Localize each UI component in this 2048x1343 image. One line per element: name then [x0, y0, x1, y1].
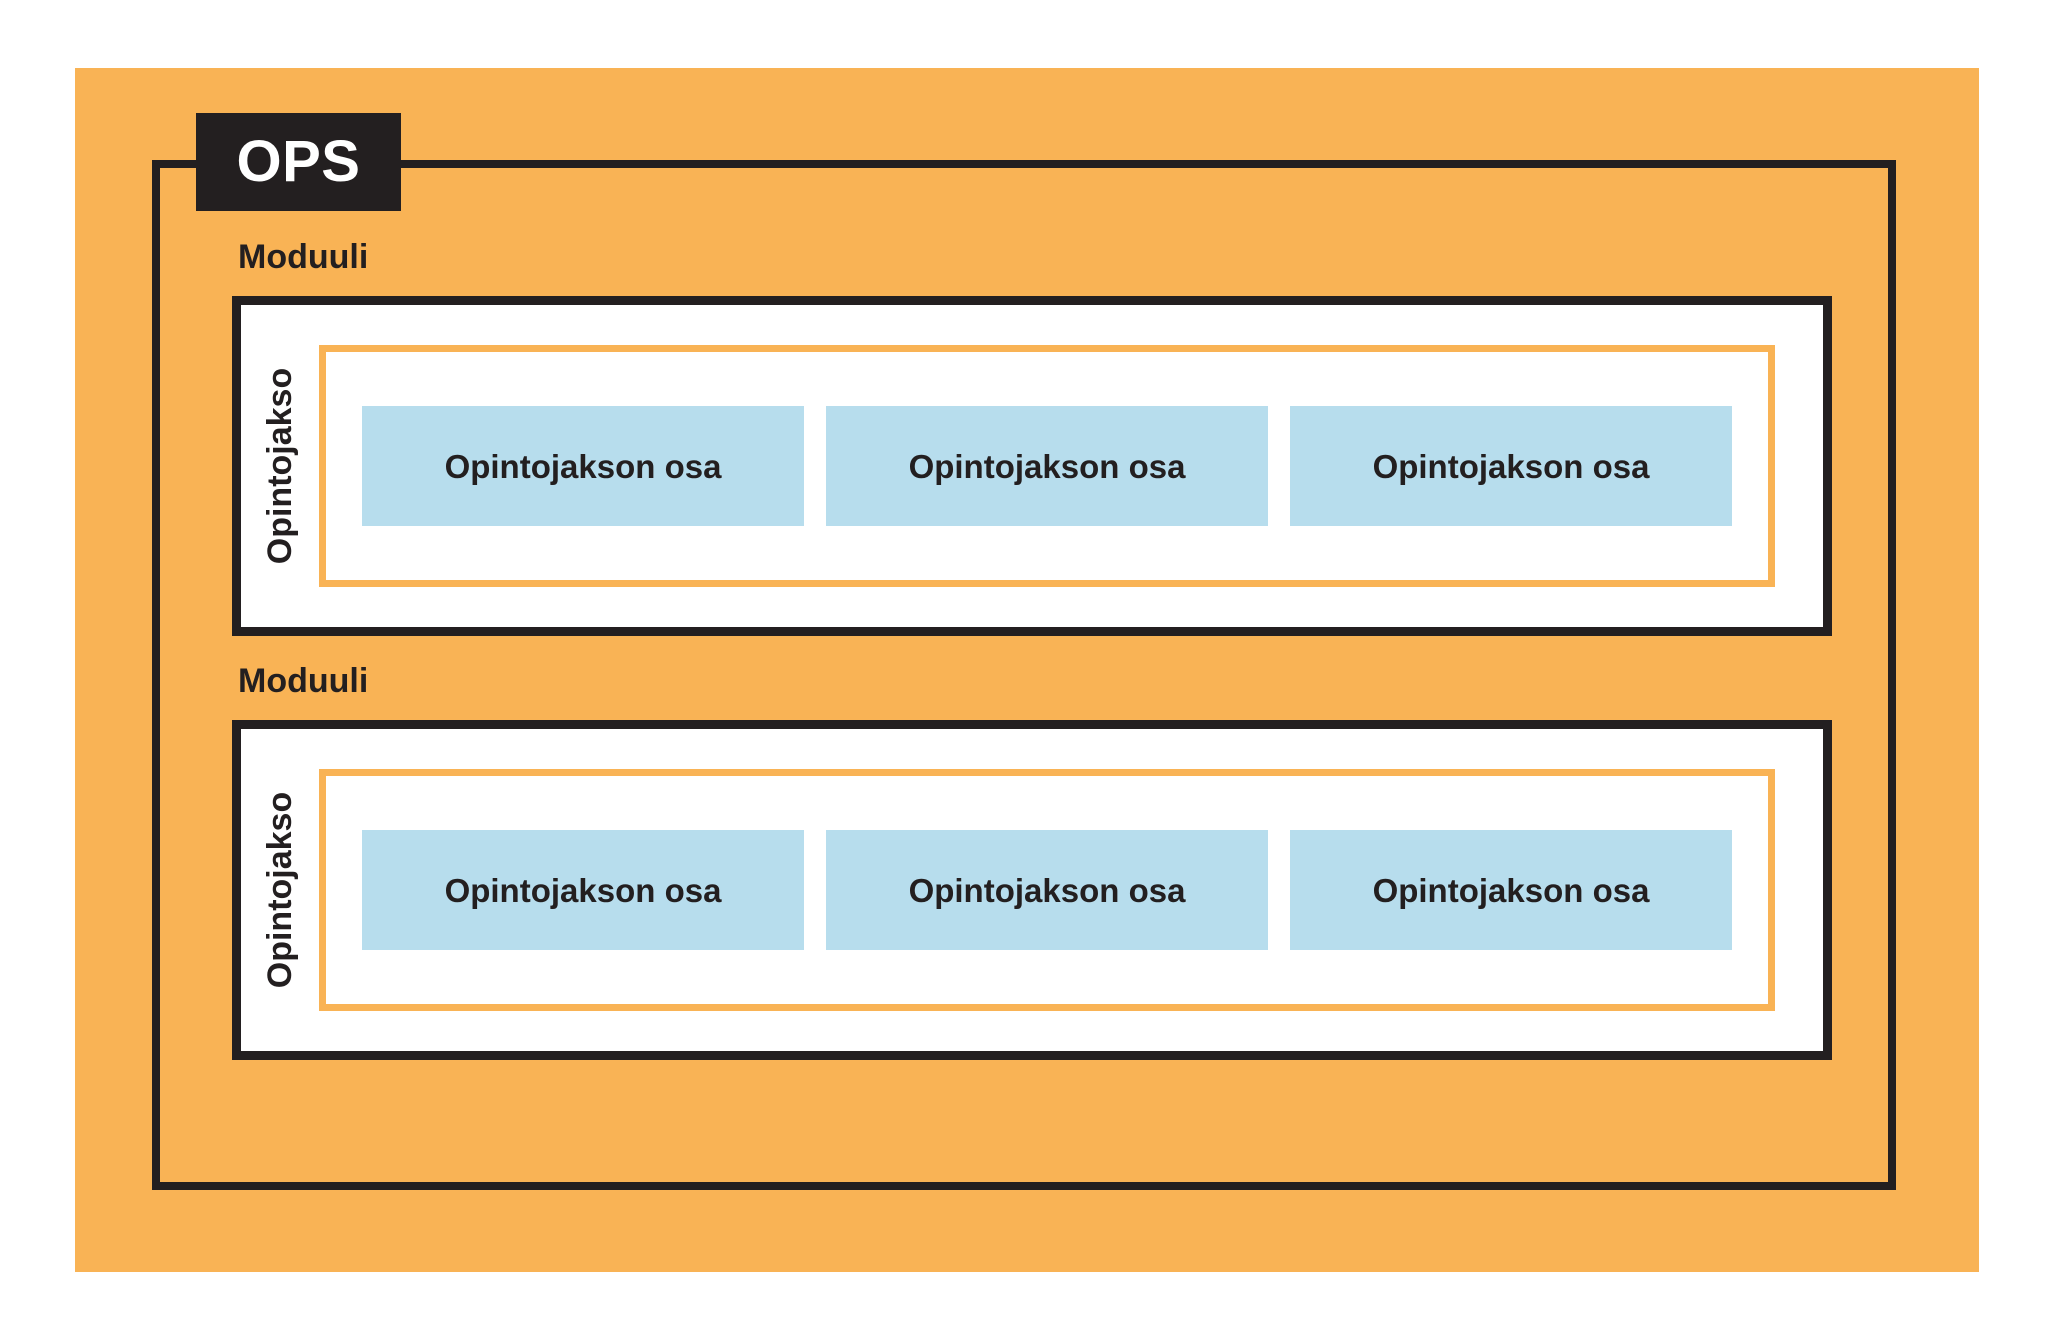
opintojakso-frame: Opintojakson osa Opintojakson osa Opinto… — [319, 345, 1775, 587]
course-part-box: Opintojakson osa — [1290, 830, 1732, 950]
course-part-box: Opintojakson osa — [826, 830, 1268, 950]
opintojakso-label: Opintojakso — [261, 367, 299, 565]
course-parts-row: Opintojakson osa Opintojakson osa Opinto… — [326, 406, 1768, 526]
modules-container: Moduuli Opintojakso Opintojakson osa Opi… — [232, 240, 1832, 1060]
opintojakso-label-column: Opintojakso — [241, 729, 319, 1051]
course-part-box: Opintojakson osa — [1290, 406, 1732, 526]
course-part-label: Opintojakson osa — [908, 871, 1186, 909]
ops-black-frame — [152, 160, 1896, 1190]
ops-orange-panel — [75, 68, 1979, 1272]
course-part-label: Opintojakson osa — [908, 447, 1186, 485]
module-block: Moduuli Opintojakso Opintojakson osa Opi… — [232, 240, 1832, 636]
ops-title-text: OPS — [236, 129, 361, 194]
module-box: Opintojakso Opintojakson osa Opintojakso… — [232, 720, 1832, 1060]
course-part-box: Opintojakson osa — [362, 830, 804, 950]
course-part-label: Opintojakson osa — [444, 447, 722, 485]
module-box: Opintojakso Opintojakson osa Opintojakso… — [232, 296, 1832, 636]
course-part-box: Opintojakson osa — [362, 406, 804, 526]
ops-title-tab: OPS — [196, 113, 401, 211]
course-part-label: Opintojakson osa — [1372, 871, 1650, 909]
course-parts-row: Opintojakson osa Opintojakson osa Opinto… — [326, 830, 1768, 950]
opintojakso-label: Opintojakso — [261, 791, 299, 989]
module-block: Moduuli Opintojakso Opintojakson osa Opi… — [232, 664, 1832, 1060]
course-part-label: Opintojakson osa — [1372, 447, 1650, 485]
module-label: Moduuli — [238, 662, 369, 700]
module-label: Moduuli — [238, 238, 369, 276]
course-part-box: Opintojakson osa — [826, 406, 1268, 526]
opintojakso-frame: Opintojakson osa Opintojakson osa Opinto… — [319, 769, 1775, 1011]
course-part-label: Opintojakson osa — [444, 871, 722, 909]
opintojakso-label-column: Opintojakso — [241, 305, 319, 627]
